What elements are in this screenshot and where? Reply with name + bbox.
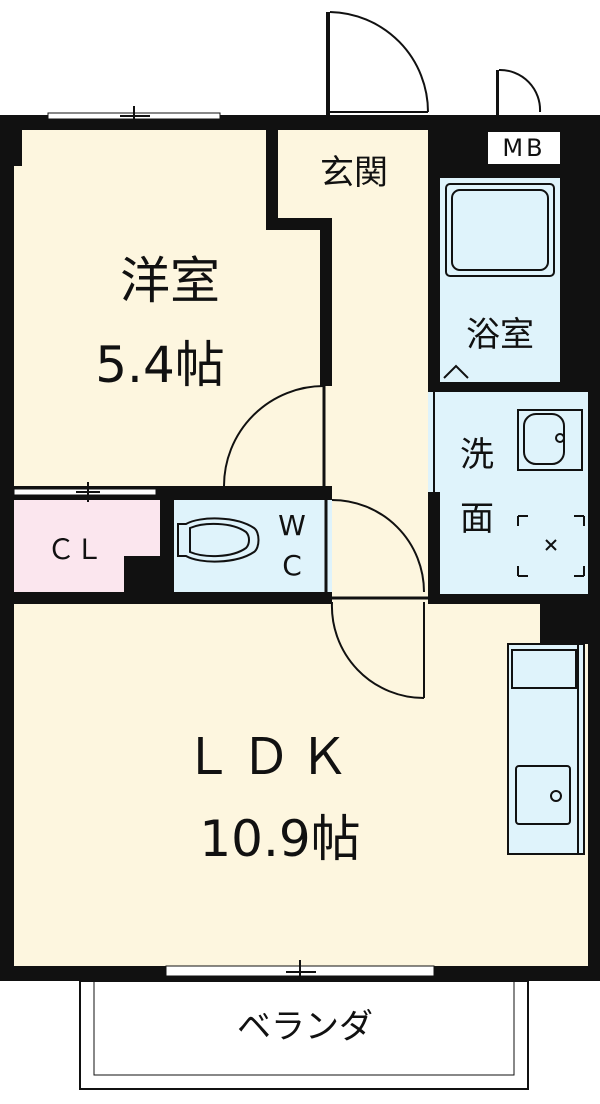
western-closet-wall: [14, 130, 22, 166]
mb-door-arc: [498, 68, 542, 113]
ldk-door-arc: [330, 601, 425, 700]
meter-box: MB: [486, 130, 562, 166]
entrance-door-leaf: [326, 12, 330, 118]
hall-right-wall: [428, 130, 440, 604]
cl-wc-divider: [160, 500, 174, 592]
mb-door-leaf: [496, 70, 499, 118]
bathtub-inner: [451, 189, 549, 271]
toilet-seat: [189, 522, 250, 558]
entrance-divider: [266, 130, 278, 230]
washroom-label-1: 洗: [460, 435, 494, 475]
toilet-bowl: [177, 517, 260, 563]
kitchen-drain: [550, 790, 562, 802]
hallway: [332, 218, 428, 604]
western-door-opening: [320, 386, 332, 486]
bath-door-mark: [443, 364, 469, 379]
kitchen-counter: [507, 643, 585, 855]
closet-label: ＣＬ: [46, 533, 103, 566]
veranda-inner: [93, 980, 515, 1076]
bathtub: [445, 183, 555, 277]
laundry-mark: [517, 515, 585, 577]
closet-notch: [124, 556, 160, 592]
kitchen-corner-wall: [540, 604, 588, 644]
wc-door-arc: [331, 499, 425, 593]
kitchen-stove: [511, 649, 577, 689]
bath-label: 浴室: [466, 315, 534, 355]
bath-right-wall: [560, 130, 588, 392]
entrance-step: [278, 218, 332, 230]
washroom-label-2: 面: [460, 499, 494, 539]
western-door-arc: [223, 385, 325, 487]
western-room-name: 洋室: [120, 252, 220, 310]
wash-basin: [517, 409, 583, 471]
entrance-label: 玄関: [320, 153, 388, 193]
kitchen-sink: [515, 765, 571, 825]
ldk-name: ＬＤＫ: [183, 728, 357, 786]
toilet-label-1: W: [278, 509, 306, 542]
entrance-door-arc: [329, 11, 429, 113]
bath-wash-wall: [440, 382, 588, 392]
western-room-size: 5.4帖: [95, 336, 225, 394]
entrance-area: [278, 130, 428, 218]
toilet-label-2: C: [282, 549, 302, 582]
ldk-room: [14, 604, 588, 966]
veranda-railing: [79, 980, 529, 1090]
ldk-size: 10.9帖: [199, 810, 361, 868]
wash-basin-drain: [555, 433, 565, 443]
veranda-label: ベランダ: [237, 1007, 373, 1047]
wash-bottom-wall: [440, 594, 588, 604]
